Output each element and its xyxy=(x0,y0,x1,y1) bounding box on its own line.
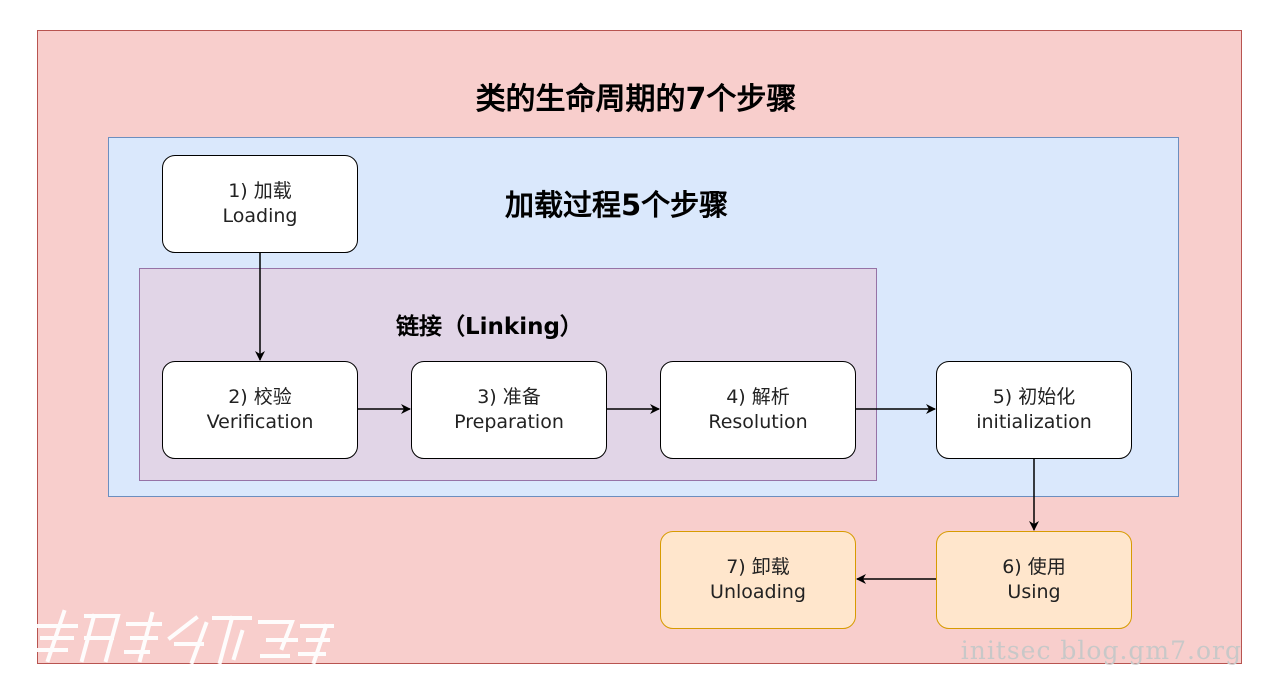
step-using: 6) 使用 Using xyxy=(936,531,1132,629)
lifecycle-title: 类的生命周期的7个步骤 xyxy=(475,82,797,117)
step-initialization-cn: 5) 初始化 xyxy=(992,386,1076,409)
step-verification-cn: 2) 校验 xyxy=(228,386,292,409)
step-unloading: 7) 卸载 Unloading xyxy=(660,531,856,629)
step-resolution-cn: 4) 解析 xyxy=(726,386,790,409)
watermark-logo xyxy=(36,609,334,665)
step-using-cn: 6) 使用 xyxy=(1002,556,1066,579)
step-preparation-cn: 3) 准备 xyxy=(477,386,541,409)
step-preparation-en: Preparation xyxy=(454,411,564,433)
step-initialization-en: initialization xyxy=(976,411,1092,433)
step-loading-cn: 1) 加载 xyxy=(228,180,292,203)
watermark-site-text: initsec blog.gm7.org xyxy=(960,636,1242,665)
step-resolution-en: Resolution xyxy=(708,411,808,433)
step-initialization: 5) 初始化 initialization xyxy=(936,361,1132,459)
linking-title: 链接（Linking） xyxy=(396,314,583,340)
step-verification: 2) 校验 Verification xyxy=(162,361,358,459)
step-unloading-cn: 7) 卸载 xyxy=(726,556,790,579)
step-loading-en: Loading xyxy=(222,205,298,227)
step-verification-en: Verification xyxy=(206,411,314,433)
loading-process-title: 加载过程5个步骤 xyxy=(505,188,729,222)
step-using-en: Using xyxy=(1007,581,1061,603)
step-resolution: 4) 解析 Resolution xyxy=(660,361,856,459)
step-preparation: 3) 准备 Preparation xyxy=(411,361,607,459)
step-unloading-en: Unloading xyxy=(710,581,806,603)
step-loading: 1) 加载 Loading xyxy=(162,155,358,253)
